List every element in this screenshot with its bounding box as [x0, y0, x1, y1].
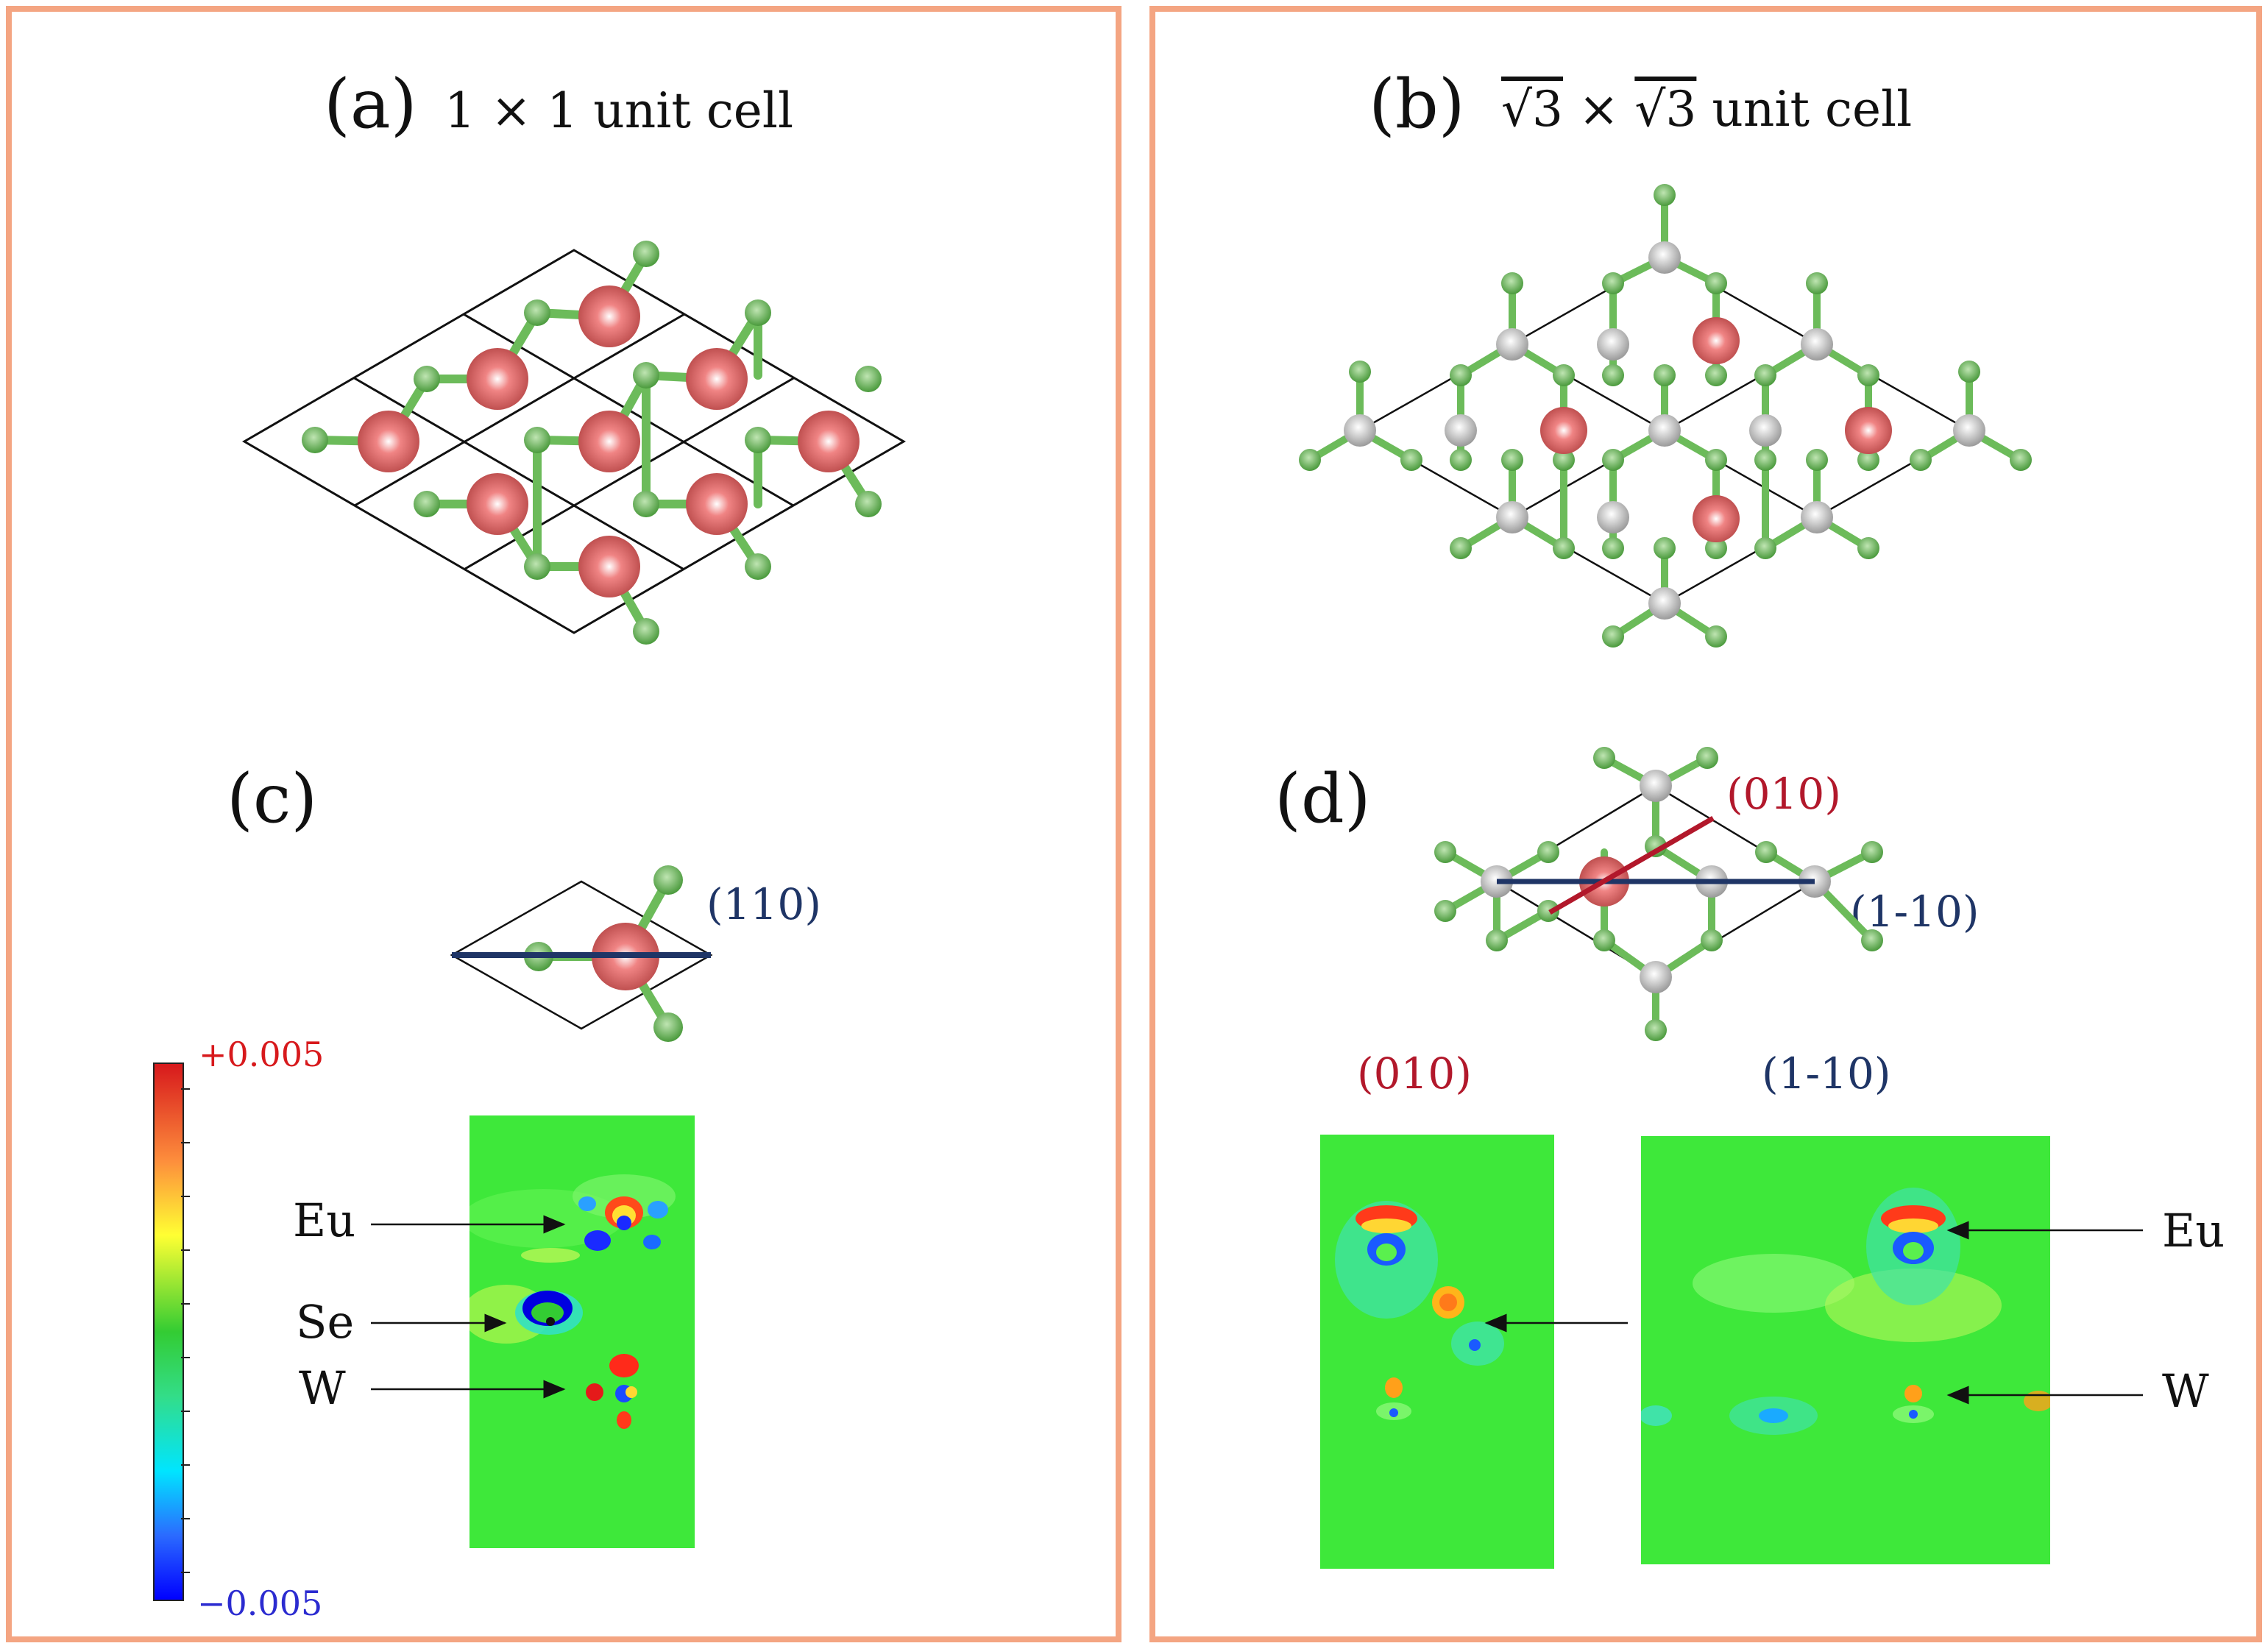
panel-b-title: √3 × √3 unit cell [1501, 85, 1912, 134]
panel-d-tag: (d) [1275, 759, 1371, 838]
panel-b-se-atoms [1299, 184, 2032, 648]
panel-d-se-atoms [1434, 747, 1883, 1041]
label-w-d: W [2162, 1364, 2209, 1418]
se-atom [653, 1012, 683, 1042]
panel-b-eu-atoms [1540, 317, 1892, 542]
density-map-1-10 [1641, 1136, 2050, 1564]
unit-cell-text: unit cell [1712, 81, 1913, 138]
sqrt3-second: √3 [1634, 81, 1697, 138]
panel-b-tag: (b) [1369, 65, 1465, 143]
density-map-110 [469, 1115, 695, 1548]
times-symbol: × [1578, 81, 1620, 138]
panel-c-structure [450, 865, 713, 1042]
panel-a-se-atoms [302, 241, 882, 645]
panel-c-tag: (c) [227, 759, 318, 838]
panel-a-title: 1 × 1 unit cell [444, 82, 794, 139]
sqrt3-first: √3 [1501, 81, 1564, 138]
map-label-1-10: (1-10) [1762, 1049, 1891, 1099]
panel-a-eu-atoms [358, 285, 860, 597]
pointer-arrows-c [371, 1215, 566, 1399]
panel-a-tag: (a) [324, 65, 417, 143]
density-map-010 [1320, 1135, 1554, 1569]
pointer-arrows-d [1484, 1221, 2143, 1405]
grid-line-a3 [354, 313, 685, 507]
unit-cell-outline-c [450, 880, 713, 1030]
plane-line-010 [1548, 815, 1715, 915]
label-se-c: Se [296, 1295, 355, 1349]
plane-label-110: (110) [706, 879, 821, 929]
colorbar-min-label: −0.005 [197, 1583, 323, 1623]
label-eu-c: Eu [293, 1193, 356, 1247]
density-map-010-features [1335, 1201, 1504, 1420]
map-label-010: (010) [1357, 1049, 1472, 1099]
se-atom [653, 865, 683, 895]
plane-label-1-10: (1-10) [1850, 887, 1980, 937]
label-eu-d: Eu [2162, 1204, 2225, 1257]
colorbar-max-label: +0.005 [199, 1035, 325, 1074]
panel-d-structure [1434, 747, 1883, 1041]
panel-b-w-atoms [1344, 241, 1985, 620]
colorbar-ticks [181, 1088, 190, 1573]
density-map-1-10-features [1641, 1188, 2050, 1435]
label-w-c: W [299, 1361, 346, 1415]
colorbar [153, 1063, 184, 1601]
plane-label-010: (010) [1726, 769, 1841, 819]
